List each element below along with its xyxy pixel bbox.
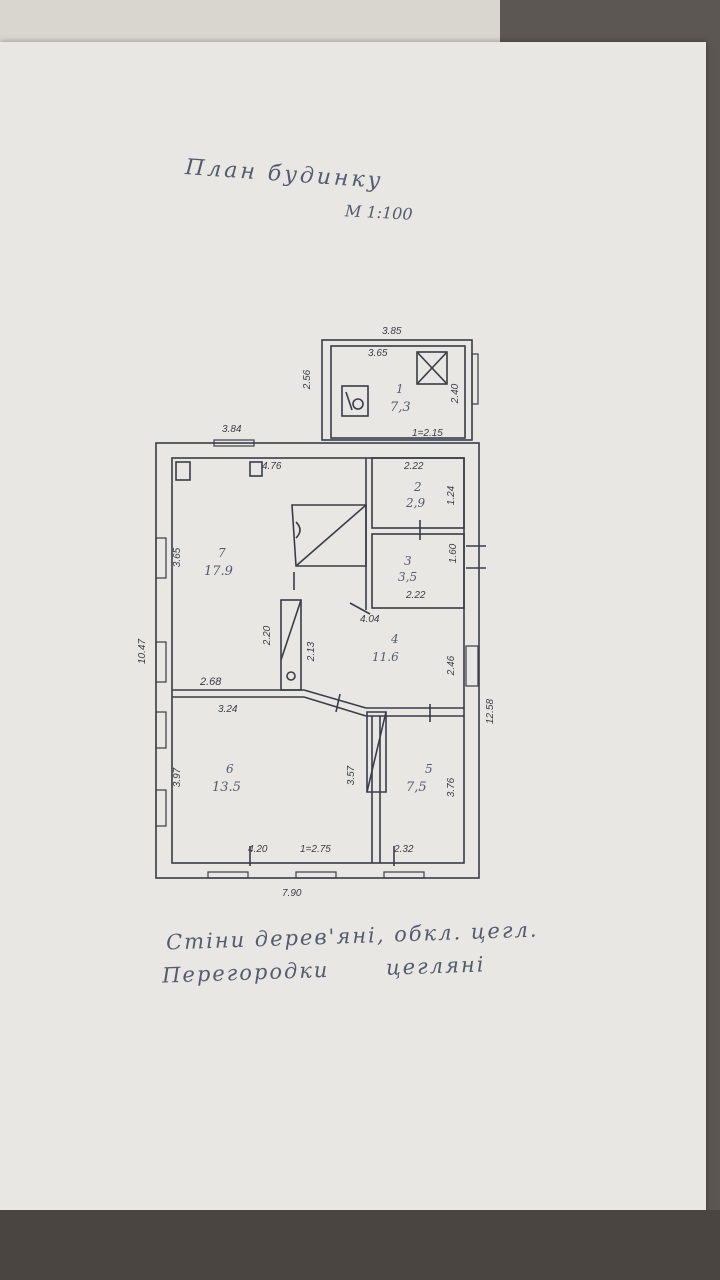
room-1-area: 7,3 [390, 400, 411, 415]
dim-partition-b: 2.13 [306, 641, 318, 662]
dim-partition-a: 2.20 [262, 625, 274, 646]
paper-sheet [0, 42, 706, 1237]
dim-bottom-a: 4.20 [248, 844, 268, 855]
room-2-number: 2 [414, 480, 422, 494]
dim-overall-left: 10.47 [137, 638, 149, 665]
dim-overall-bottom: 7.90 [282, 888, 302, 899]
dim-annex-right: 2.40 [450, 383, 462, 404]
dim-room2-width: 2.22 [404, 461, 424, 472]
room-3-area: 3,5 [398, 570, 418, 584]
dim-room4-height: 2.46 [446, 655, 458, 676]
dim-room7-height: 3.65 [172, 547, 184, 568]
house-outer-wall [155, 442, 480, 879]
dim-bottom-b: 1=2.75 [300, 844, 331, 855]
dim-annex-left: 2.56 [302, 369, 314, 390]
dim-corridor: 2.68 [200, 676, 222, 688]
dim-room6-top: 3.24 [218, 704, 238, 715]
dim-vent: 4.76 [262, 461, 282, 472]
dim-room6-height: 3.97 [172, 767, 184, 788]
dim-room3-height: 1.60 [448, 543, 460, 564]
dim-room4-top: 4.04 [360, 614, 380, 625]
annex-stove [341, 385, 369, 417]
room-3-number: 3 [404, 554, 412, 568]
room-2-area: 2,9 [406, 496, 426, 510]
dim-room2-height: 1.24 [446, 485, 458, 506]
table-surface [0, 1210, 720, 1280]
dim-room5-height: 3.76 [446, 777, 458, 798]
small-stove [280, 599, 302, 691]
room-4-area: 11.6 [372, 650, 399, 664]
dim-bottom-c: 2.32 [394, 844, 414, 855]
room-7-area: 17.9 [204, 564, 233, 579]
dim-room3-width: 2.22 [406, 590, 426, 601]
dim-top-left: 3.84 [222, 424, 242, 435]
room-6-area: 13.5 [212, 780, 241, 795]
central-stove [291, 504, 367, 567]
dim-annex-outer: 3.85 [382, 326, 402, 337]
house-inner-wall [171, 457, 465, 864]
room-7-number: 7 [218, 546, 226, 560]
room-2-outline [371, 457, 465, 529]
dim-annex-inner: 3.65 [368, 348, 388, 359]
room-6-number: 6 [226, 762, 234, 776]
room-3-outline [371, 533, 465, 609]
room-5-area: 7,5 [406, 780, 427, 795]
annex-chimney [416, 351, 448, 385]
room-4-number: 4 [391, 632, 399, 646]
dim-annex-door: 1=2.15 [412, 428, 443, 439]
dim-room6-inner-height: 3.57 [346, 765, 358, 786]
dim-overall-right: 12.58 [485, 698, 497, 725]
room-5-number: 5 [425, 762, 433, 776]
room-1-number: 1 [396, 382, 404, 396]
